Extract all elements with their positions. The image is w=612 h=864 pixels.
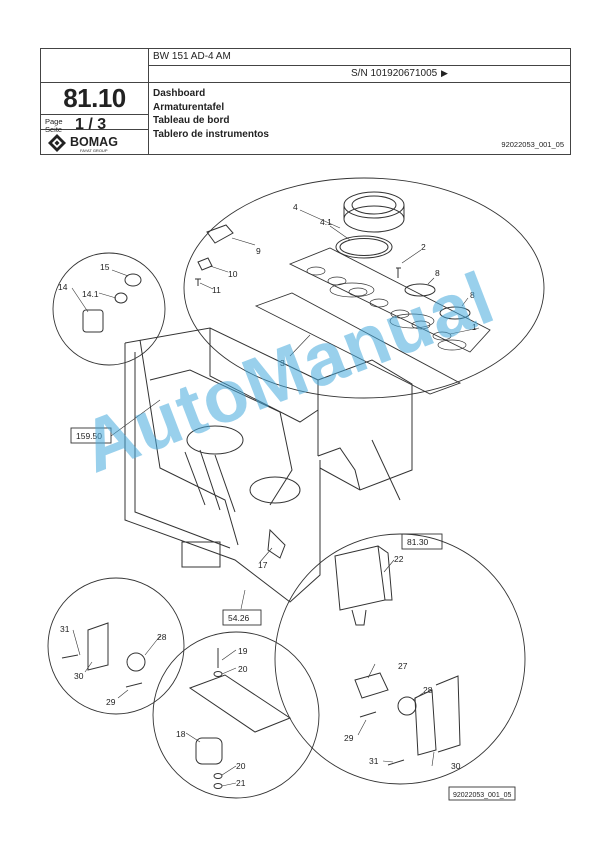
page-number: 1 / 3 — [75, 116, 107, 133]
reference-box-5426 — [222, 609, 262, 626]
brand-text: BOMAG — [70, 135, 118, 149]
reference-box-8130 — [401, 533, 443, 550]
divider — [41, 129, 148, 130]
title-block: Dashboard Armaturentafel Tableau de bord… — [153, 87, 269, 141]
callout-28: 28 — [157, 632, 167, 642]
footer-document-id: 92022053_001_05 — [453, 792, 512, 799]
socket-plate — [188, 648, 292, 789]
detail-circle-right — [274, 533, 526, 785]
callout-1: 1 — [472, 322, 477, 332]
next-arrow-icon[interactable]: ▶ — [441, 68, 448, 78]
callout-21: 21 — [236, 778, 246, 788]
callout-29: 29 — [106, 697, 116, 707]
clip-parts — [195, 224, 401, 286]
reference-box-footer — [448, 786, 516, 801]
bomag-logo: BOMAG FAYAT GROUP — [47, 133, 142, 153]
bomag-logo-icon — [48, 134, 66, 152]
callout-19: 19 — [238, 646, 248, 656]
detail-circle-top — [183, 177, 545, 399]
document-id: 92022053_001_05 — [501, 140, 564, 149]
callout-30: 30 — [74, 671, 84, 681]
divider — [41, 82, 570, 83]
divider — [148, 49, 149, 154]
callout-8: 8 — [470, 290, 475, 300]
detail-circle-left — [47, 577, 185, 715]
lamp-assembly — [334, 545, 461, 766]
divider — [148, 65, 570, 66]
divider — [41, 114, 148, 115]
reference-label-15950: 159.50 — [76, 431, 102, 441]
title-es: Tablero de instrumentos — [153, 128, 269, 140]
callout-20: 20 — [236, 761, 246, 771]
detail-circle-switch — [52, 252, 166, 366]
callout-17: 17 — [258, 560, 268, 570]
reference-label-5426: 54.26 — [228, 613, 250, 623]
callout-14-1: 14.1 — [82, 289, 99, 299]
callout-15: 15 — [100, 262, 110, 272]
callout-27: 27 — [398, 661, 408, 671]
brand-sub-text: FAYAT GROUP — [80, 148, 108, 153]
callout-14: 14 — [58, 282, 68, 292]
callout-8: 8 — [435, 268, 440, 278]
callout-31: 31 — [60, 624, 70, 634]
callout-22: 22 — [394, 554, 404, 564]
bracket-left — [61, 622, 146, 688]
panel-holes — [306, 266, 467, 351]
title-fr: Tableau de bord — [153, 115, 230, 127]
key-switch — [82, 273, 142, 333]
callout-9: 9 — [256, 246, 261, 256]
title-de: Armaturentafel — [153, 101, 225, 113]
callout-11: 11 — [212, 285, 221, 295]
model-name: BW 151 AD-4 AM — [153, 51, 231, 62]
gasket-panel — [254, 247, 491, 395]
callout-3: 3 — [280, 358, 285, 368]
title-en: Dashboard — [153, 88, 206, 99]
reference-label-8130: 81.30 — [407, 537, 429, 547]
callout-30: 30 — [451, 761, 461, 771]
section-number: 81.10 — [63, 83, 126, 113]
callout-28: 28 — [423, 685, 433, 695]
callout-18: 18 — [176, 729, 186, 739]
header-block: BW 151 AD-4 AM S/N 101920671005 ▶ 81.10 … — [40, 48, 571, 155]
page-label-en: Page — [45, 117, 63, 126]
dashboard-housing — [124, 327, 413, 603]
callout-20: 20 — [238, 664, 248, 674]
callout-4: 4 — [293, 202, 298, 212]
callout-numbers: 1 2 3 4 4.1 8 8 9 10 11 14 14.1 15 17 18… — [58, 202, 477, 788]
page-label-de: Seite — [45, 125, 63, 134]
blanking-caps — [404, 283, 471, 320]
serial-number: S/N 101920671005 — [351, 68, 438, 79]
callout-10: 10 — [228, 269, 238, 279]
reference-box-15950 — [70, 427, 112, 444]
instrument-housing — [335, 191, 405, 259]
callout-31: 31 — [369, 756, 379, 766]
callout-29: 29 — [344, 733, 354, 743]
callout-4-1: 4.1 — [320, 217, 332, 227]
detail-circle-bottom — [152, 631, 320, 799]
callout-2: 2 — [421, 242, 426, 252]
leader-lines — [71, 209, 480, 787]
